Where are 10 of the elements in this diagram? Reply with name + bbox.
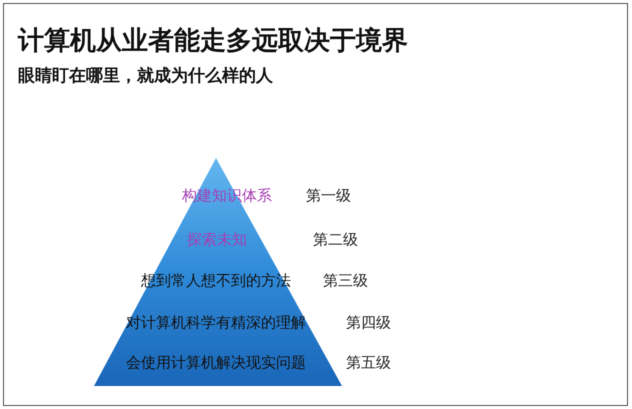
title: 计算机从业者能走多远取决于境界 <box>18 28 408 54</box>
level-label: 第二级 <box>313 230 358 250</box>
level-label: 第四级 <box>346 314 391 332</box>
level-text: 探索未知 <box>187 230 247 250</box>
level-text: 会使用计算机解决现实问题 <box>126 354 306 372</box>
subtitle: 眼睛盯在哪里，就成为什么样的人 <box>18 68 273 85</box>
level-label: 第三级 <box>323 272 368 290</box>
level-label: 第一级 <box>306 186 351 206</box>
level-text: 对计算机科学有精深的理解 <box>126 314 306 332</box>
level-label: 第五级 <box>346 354 391 372</box>
